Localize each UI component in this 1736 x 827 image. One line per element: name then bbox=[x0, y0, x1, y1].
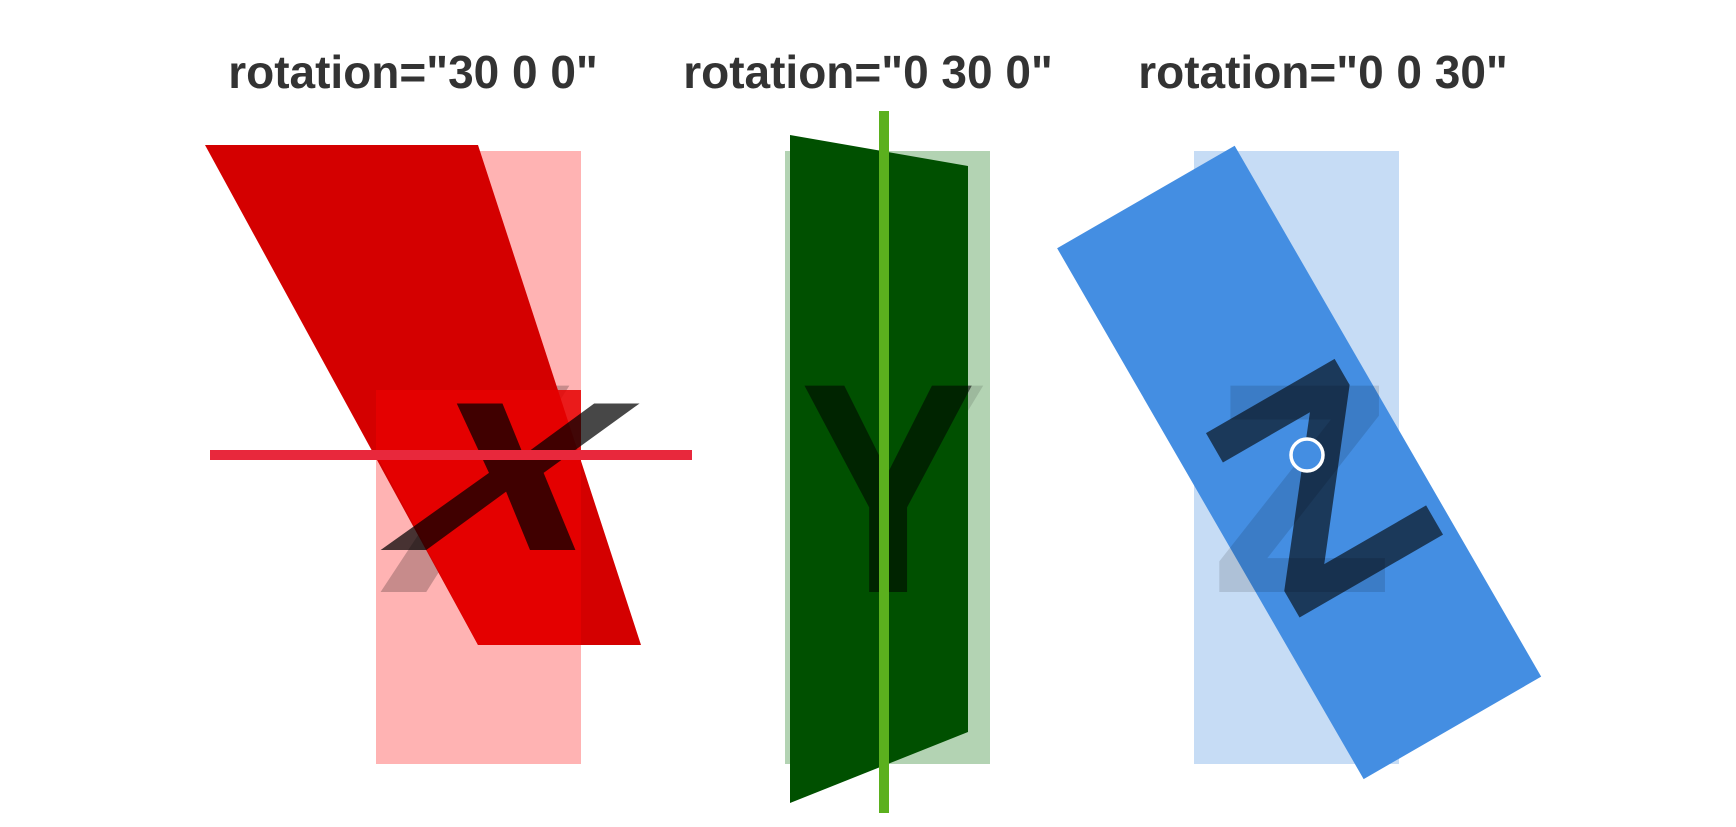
original-letter-z: Z bbox=[1210, 320, 1393, 656]
panel-x-rotation: rotation="30 0 0" X X bbox=[205, 46, 692, 764]
rotation-axis-z-marker bbox=[1289, 437, 1325, 473]
panel-title-y: rotation="0 30 0" bbox=[683, 46, 1053, 98]
panel-title-z: rotation="0 0 30" bbox=[1138, 46, 1508, 98]
panel-title-x: rotation="30 0 0" bbox=[228, 46, 598, 98]
panel-y-rotation: rotation="0 30 0" Y Y bbox=[683, 46, 1053, 813]
panel-z-rotation: rotation="0 0 30" Z Z bbox=[1057, 46, 1542, 780]
